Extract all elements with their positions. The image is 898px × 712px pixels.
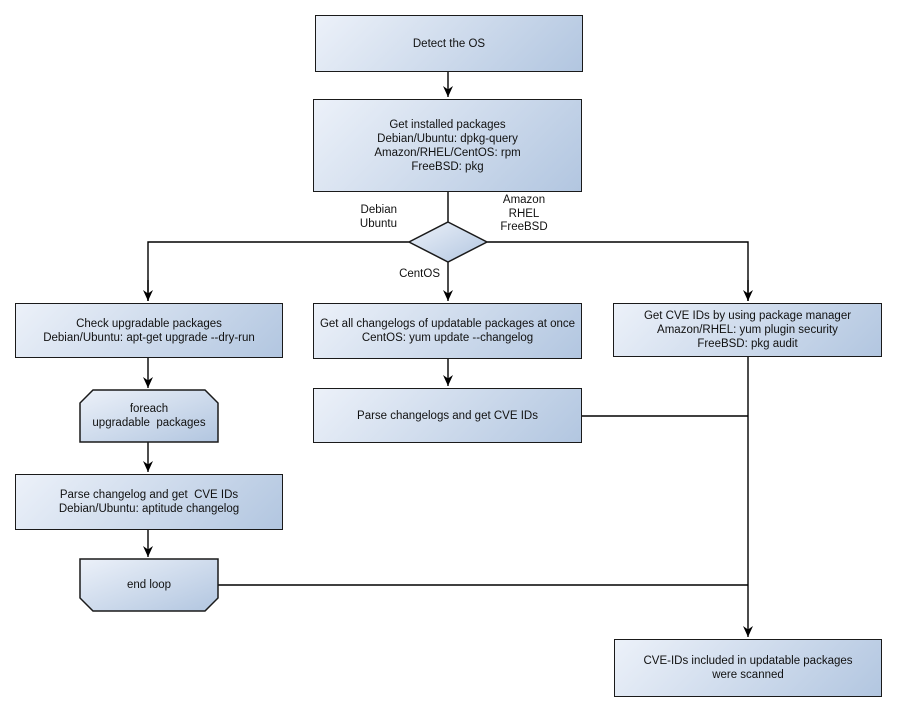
- node-line: Debian/Ubuntu: aptitude changelog: [58, 503, 240, 515]
- edge-label-line: Debian: [360, 204, 397, 216]
- edge-label-centos: CentOS: [358, 268, 440, 282]
- node-line: end loop: [126, 579, 172, 591]
- node-line: CVE-IDs included in updatable packages: [643, 655, 853, 667]
- node-line: FreeBSD: pkg audit: [697, 338, 798, 350]
- node-line: Debian/Ubuntu: apt-get upgrade --dry-run: [43, 331, 255, 344]
- node-endloop-shape: [79, 558, 219, 612]
- node-cve-ids-scanned: CVE-IDs included in updatable packages w…: [614, 639, 882, 697]
- node-parse-changelogs: Parse changelogs and get CVE IDs: [313, 388, 582, 443]
- node-line: Amazon/RHEL/CentOS: rpm: [374, 146, 521, 159]
- node-line: foreach: [129, 403, 169, 415]
- edge-label-line: Ubuntu: [359, 217, 397, 230]
- node-get-installed-packages: Get installed packages Debian/Ubuntu: dp…: [313, 99, 582, 192]
- node-line: Parse changelogs and get CVE IDs: [357, 409, 538, 422]
- edge-label-line: CentOS: [399, 268, 440, 280]
- node-get-all-changelogs: Get all changelogs of updatable packages…: [313, 303, 582, 359]
- edge-label-line: RHEL: [508, 207, 540, 220]
- node-line: Amazon/RHEL: yum plugin security: [657, 324, 838, 336]
- edge-decision-amazon: [487, 241, 749, 301]
- node-line: Debian/Ubuntu: dpkg-query: [377, 132, 518, 145]
- edge-label-line: FreeBSD: [500, 221, 548, 233]
- node-line: upgradable packages: [92, 417, 206, 429]
- node-line: Check upgradable packages: [76, 317, 222, 330]
- node-line: FreeBSD: pkg: [411, 160, 484, 173]
- node-line: were scanned: [712, 669, 784, 681]
- edge-label-line: Amazon: [502, 194, 546, 206]
- node-get-cve-ids-pkg-mgr: Get CVE IDs by using package manager Ama…: [613, 303, 882, 357]
- node-foreach-shape: [79, 389, 219, 443]
- node-line: Get installed packages: [389, 118, 506, 131]
- node-endloop-label: end loop: [80, 559, 218, 611]
- node-os-decision-diamond: [407, 221, 489, 263]
- node-foreach-label: foreach upgradable packages: [80, 390, 218, 442]
- node-line: CentOS: yum update --changelog: [361, 332, 534, 344]
- edge-label-debian-ubuntu: Debian Ubuntu: [317, 204, 397, 231]
- node-detect-os: Detect the OS: [315, 15, 583, 72]
- node-parse-changelog-debian: Parse changelog and get CVE IDs Debian/U…: [15, 474, 283, 530]
- node-check-upgradable: Check upgradable packages Debian/Ubuntu:…: [15, 303, 283, 358]
- edge-label-amazon-rhel-freebsd: Amazon RHEL FreeBSD: [482, 194, 566, 235]
- node-line: Get all changelogs of updatable packages…: [319, 318, 576, 330]
- node-line: Detect the OS: [412, 37, 486, 50]
- node-line: Get CVE IDs by using package manager: [643, 310, 852, 322]
- node-line: Parse changelog and get CVE IDs: [59, 489, 239, 501]
